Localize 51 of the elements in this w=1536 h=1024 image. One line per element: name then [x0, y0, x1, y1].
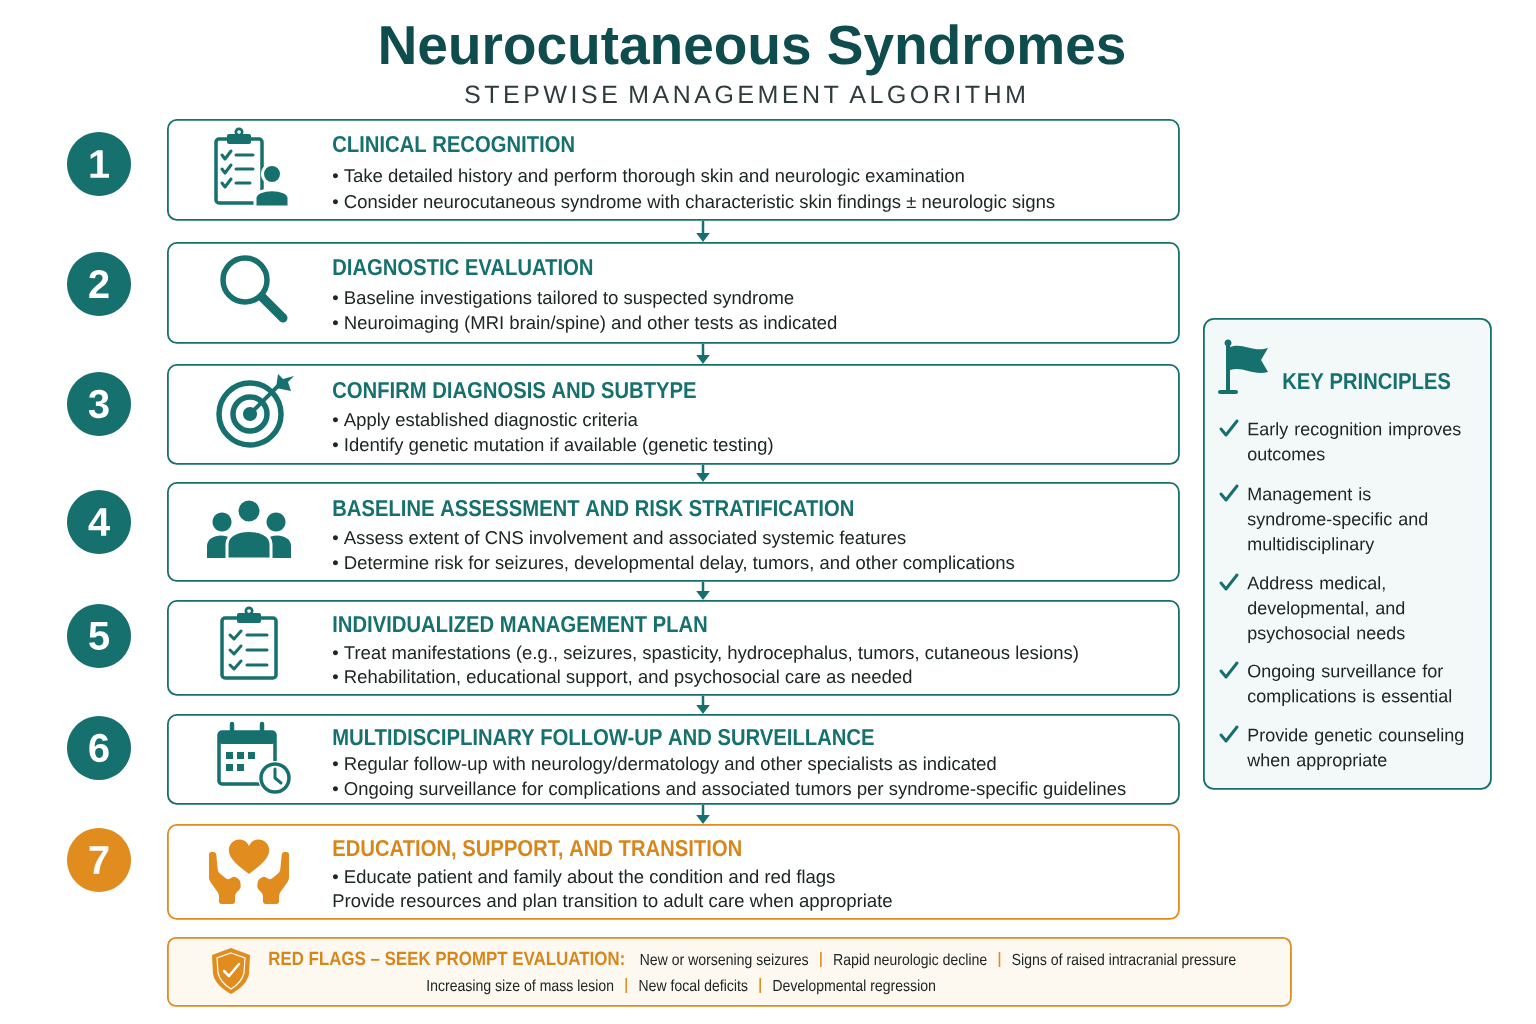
warning-item: Signs of raised intracranial pressure: [1012, 953, 1236, 969]
step-heading: BASELINE ASSESSMENT AND RISK STRATIFICATION: [333, 499, 853, 517]
principle-text: Address medical, developmental, and psychosocial needs: [1247, 576, 1405, 643]
step-description: • Treat manifestations (e.g., seizures, spasticity, hydrocephalus, tumors, cutaneous lesions): [332, 645, 1078, 663]
step-description: • Rehabilitation, educational support, and psychosocial care as needed: [332, 669, 912, 687]
principle-text: Provide genetic counseling when appropriate: [1247, 728, 1464, 770]
step-card: [167, 600, 1180, 696]
step-card: [167, 714, 1180, 805]
step-card: [167, 482, 1180, 582]
step-card: [167, 119, 1180, 221]
principle-text: Ongoing surveillance for complications is essential: [1248, 664, 1452, 706]
step-heading: DIAGNOSTIC EVALUATION: [333, 258, 593, 276]
step-description: • Determine risk for seizures, developmental delay, tumors, and other complications: [332, 555, 1015, 573]
warning-item: Developmental regression: [773, 979, 935, 995]
step-description: • Ongoing surveillance for complications and associated tumors per syndrome-specific guidelines: [332, 781, 1126, 799]
step-heading: MULTIDISCIPLINARY FOLLOW-UP AND SURVEILLANCE: [333, 728, 874, 746]
step-description: Provide resources and plan transition to adult care when appropriate: [333, 893, 892, 911]
step-description: • Take detailed history and perform thorough skin and neurologic examination: [332, 168, 964, 186]
step-number: 2: [67, 252, 131, 316]
step-description: • Neuroimaging (MRI brain/spine) and other tests as indicated: [332, 315, 837, 333]
warning-item: New or worsening seizures: [640, 953, 809, 969]
principle-text: Management is syndrome-specific and multidisciplinary: [1247, 487, 1428, 554]
step-description: • Regular follow-up with neurology/dermatology and other specialists as indicated: [332, 756, 996, 774]
title: Neurocutaneous Syndromes: [381, 24, 1125, 76]
banner-heading: RED FLAGS – SEEK PROMPT EVALUATION:: [269, 951, 624, 966]
step-description: • Identify genetic mutation if available (genetic testing): [332, 437, 773, 455]
step-number: 7: [67, 828, 131, 892]
step-heading: EDUCATION, SUPPORT, AND TRANSITION: [333, 839, 741, 860]
warning-item: New focal deficits: [639, 979, 748, 992]
step-description: • Baseline investigations tailored to suspected syndrome: [332, 290, 794, 308]
principles-panel: [1203, 318, 1492, 790]
panel-heading: KEY PRINCIPLES: [1283, 372, 1451, 390]
step-description: • Assess extent of CNS involvement and associated systemic features: [332, 530, 906, 548]
step-number: 6: [67, 716, 131, 780]
warning-item: Increasing size of mass lesion: [427, 979, 614, 995]
step-number: 4: [67, 490, 131, 554]
warning-banner: [167, 937, 1292, 1007]
step-heading: CONFIRM DIAGNOSIS AND SUBTYPE: [333, 381, 696, 399]
step-heading: CLINICAL RECOGNITION: [333, 135, 574, 153]
step-heading: INDIVIDUALIZED MANAGEMENT PLAN: [333, 615, 707, 633]
step-number: 3: [67, 372, 131, 436]
principle-text: Early recognition improves outcomes: [1247, 422, 1461, 461]
step-card: [167, 242, 1180, 344]
warning-item: Rapid neurologic decline: [834, 953, 987, 969]
step-number: 5: [67, 604, 131, 668]
step-card: [167, 364, 1180, 465]
step-card: [167, 824, 1180, 920]
step-description: • Apply established diagnostic criteria: [332, 412, 638, 430]
step-number: 1: [67, 132, 131, 196]
step-description: • Educate patient and family about the condition and red flags: [332, 869, 835, 887]
step-description: • Consider neurocutaneous syndrome with characteristic skin findings ± neurologic signs: [332, 194, 1055, 212]
